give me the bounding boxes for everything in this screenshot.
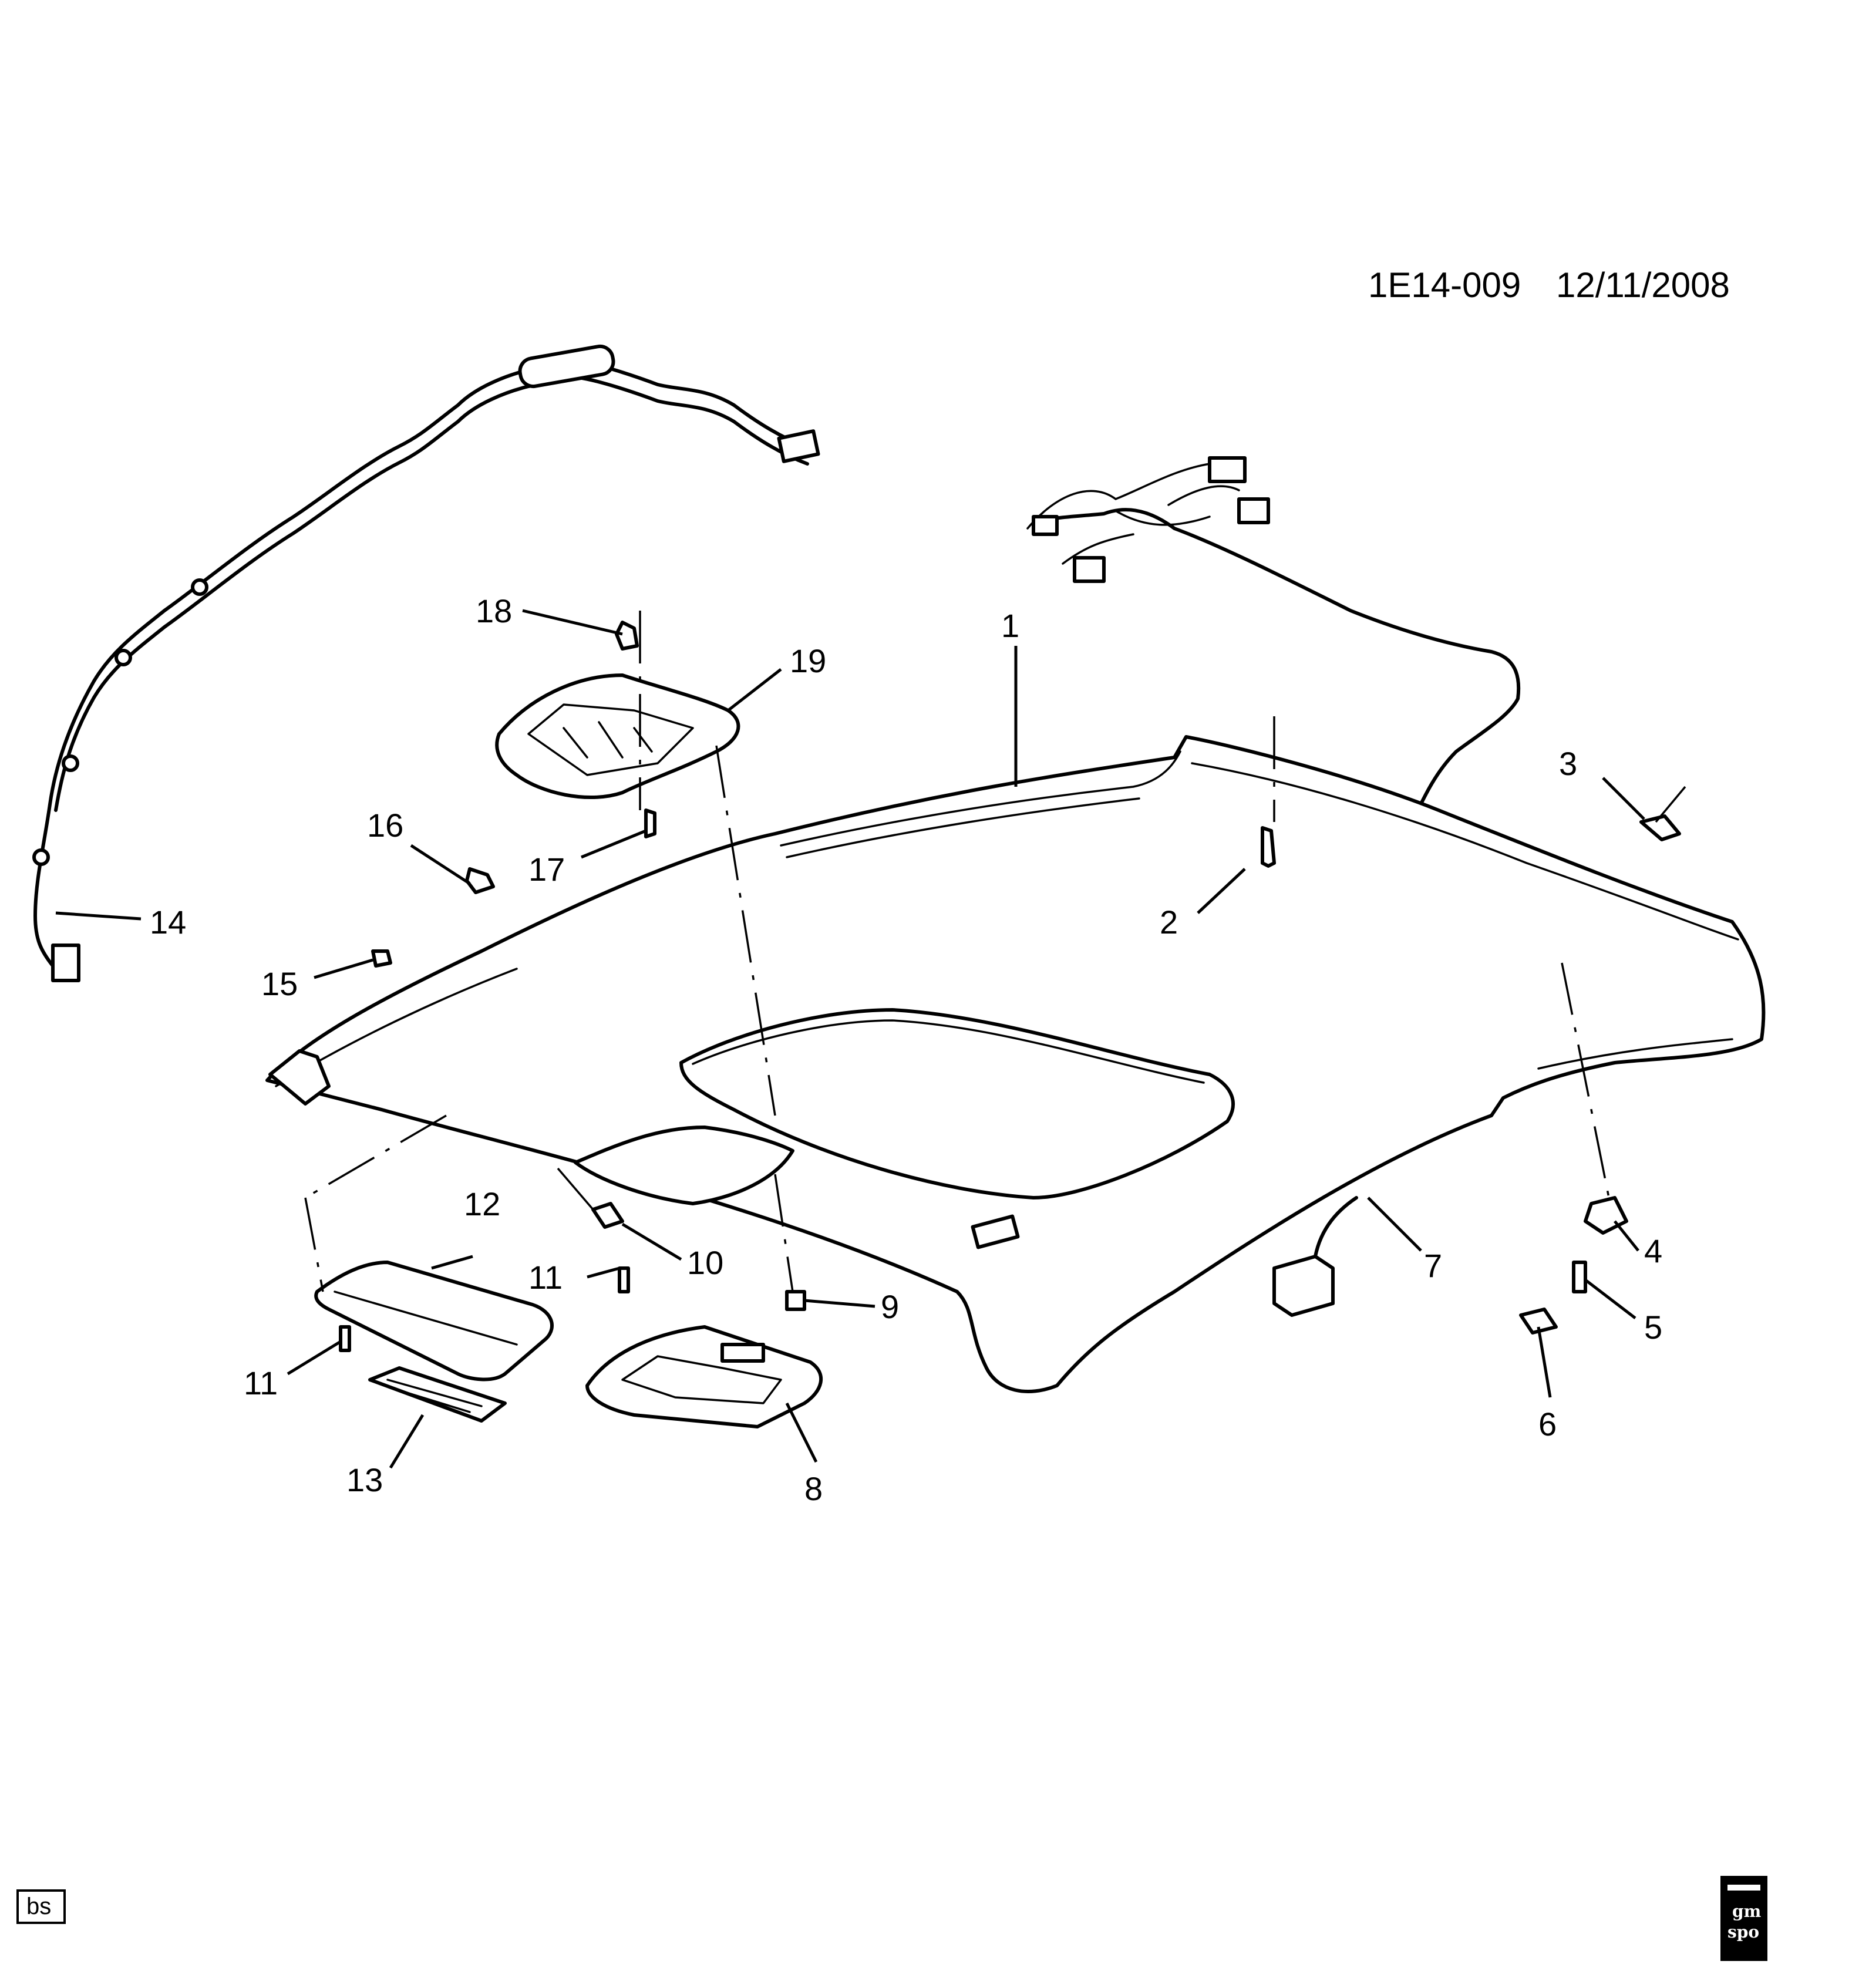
alignment-lines [304,611,1686,1292]
callout-12: 12 [464,1185,500,1222]
callout-11a: 11 [528,1259,563,1296]
callout-labels: 1 2 3 4 5 6 7 8 9 10 11 11 12 13 14 15 1… [150,592,1662,1507]
side-wire-harness [32,344,820,982]
sun-visor [314,1261,554,1382]
clip-10 [591,1202,624,1229]
logo-text-spo: spo [1727,1922,1759,1942]
leader-lines [55,609,1645,1469]
callout-5: 5 [1644,1309,1662,1346]
corner-tag-text: bs [26,1893,51,1919]
callout-9: 9 [881,1288,899,1325]
dome-lamp [585,1325,823,1428]
callout-3: 3 [1559,745,1577,782]
callout-4: 4 [1644,1232,1662,1269]
visor-label [368,1366,507,1423]
callout-1: 1 [1001,607,1019,644]
clip-15 [371,949,392,968]
corner-tag: bs [16,1889,66,1924]
wire-connector-module [1272,1196,1358,1317]
diagram-date: 12/11/2008 [1556,265,1730,305]
screw-5 [1572,1261,1587,1293]
clip-16 [465,867,495,894]
callout-18: 18 [476,592,512,629]
screw-11b [339,1325,351,1352]
callout-8: 8 [804,1470,823,1507]
callout-13: 13 [346,1461,383,1498]
clip-18 [615,621,639,651]
callout-11b: 11 [244,1364,278,1401]
diagram-id: 1E14-009 [1368,265,1521,305]
callout-7: 7 [1424,1247,1442,1284]
gm-spo-logo: gm spo [1720,1876,1767,1961]
headliner-panel [265,735,1766,1393]
callout-2: 2 [1160,904,1178,941]
callout-19: 19 [790,642,826,679]
screw-17 [644,808,656,838]
callout-16: 16 [367,807,403,844]
callout-6: 6 [1538,1406,1557,1443]
logo-text-gm: gm [1732,1902,1761,1921]
nut-9 [785,1290,806,1311]
callout-15: 15 [261,965,298,1002]
callout-17: 17 [528,851,565,888]
screw-11a [618,1266,630,1293]
clip-2 [1261,826,1276,868]
cover-6 [1519,1308,1558,1335]
console-bracket [495,673,740,800]
clip-3 [1639,814,1681,841]
callout-10: 10 [687,1244,723,1281]
callout-14: 14 [150,904,186,941]
